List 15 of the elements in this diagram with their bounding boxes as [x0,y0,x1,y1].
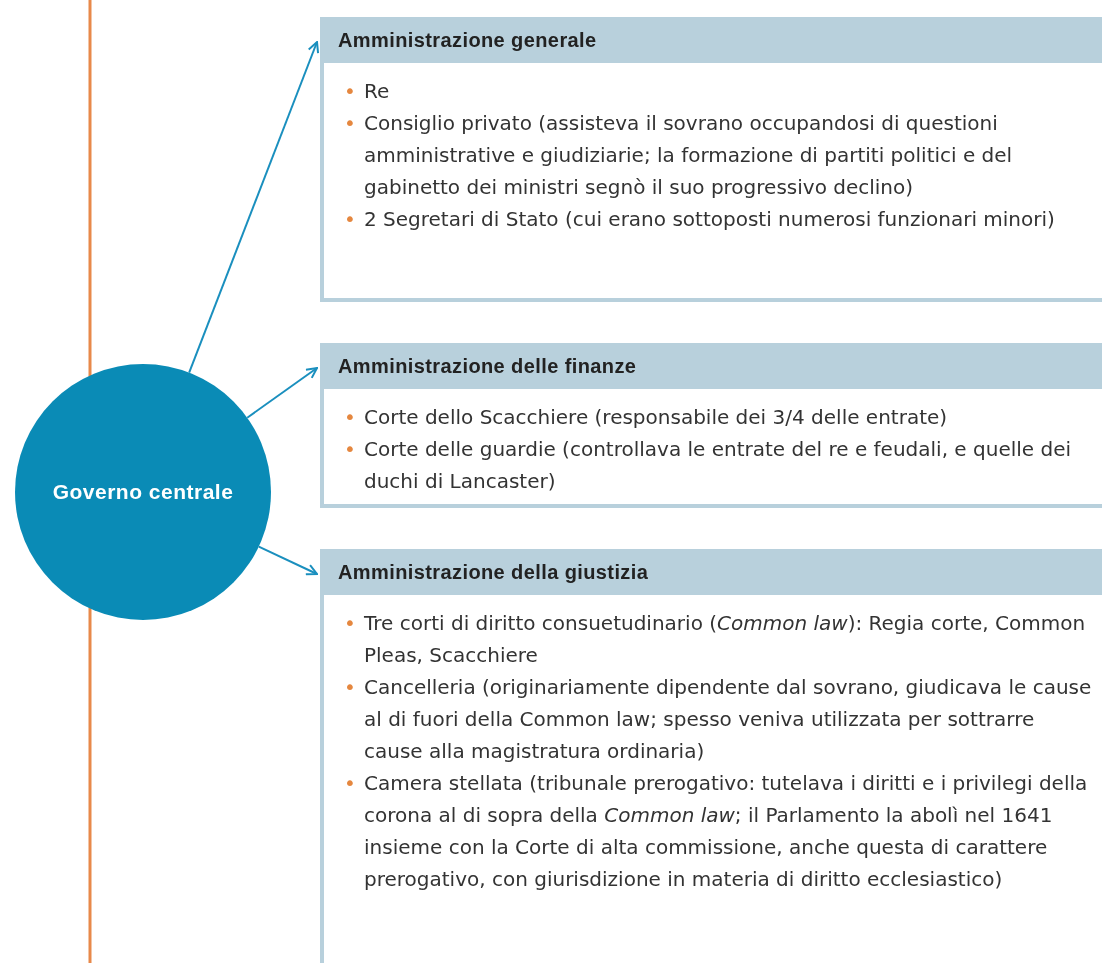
bullet-item: • Corte dello Scacchiere (responsabile dei 3/4 delle entrate) [343,404,949,431]
bullet-item: • Cancelleria (originariamente dipendente dal sovrano, giudicava le cause al di fuori della Common law; spesso veniva utilizzata per sottrarre cause alla magistratura ordinaria) [343,674,1093,765]
bullet-item: • 2 Segretari di Stato (cui erano sottoposti numerosi funzionari minori) [343,206,1056,233]
bullet-item: • Camera stellata (tribunale prerogativo: tutelava i diritti e i privilegi della corona al di sopra della Common law; il Parlamento la abolì nel 1641 insieme con la Corte di alta commissione, anche questa di carattere prerogativo, con giurisdizione in materia di diritto ecclesiastico) [343,770,1089,893]
bullet-item: • Re [343,78,391,105]
info-panel [320,549,1102,963]
arrow [257,545,318,576]
bullet-item: • Consiglio privato (assisteva il sovrano occupandosi di questioni amministrative e giudiziarie; la formazione di partiti politici e del gabinetto dei ministri segnò il suo progressivo declino) [343,110,1014,201]
info-panel [320,343,1102,508]
node-label: Governo centrale [52,480,234,504]
arrow [188,41,320,374]
info-panel [320,17,1102,302]
bullet-item: • Corte delle guardie (controllava le entrate del re e feudali, e quelle dei duchi di Lancaster) [343,436,1073,495]
arrow [246,367,318,419]
bullet-item: • Tre corti di diritto consuetudinario (Common law): Regia corte, Common Pleas, Scacchiere [343,610,1087,669]
